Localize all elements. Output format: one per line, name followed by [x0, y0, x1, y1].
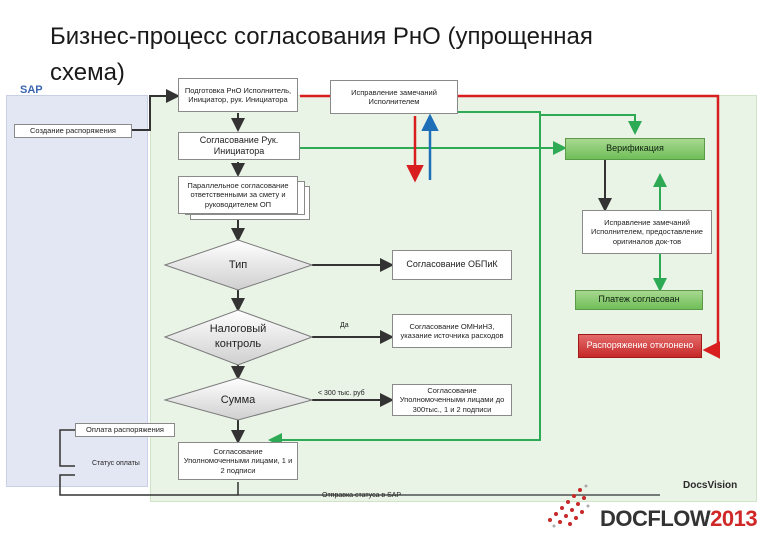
docflow-logo: DOCFLOW2013 — [600, 506, 758, 532]
node-pay-status: Статус оплаты — [92, 460, 140, 467]
diamond-tax-label: Налоговый контроль — [209, 323, 267, 350]
diamond-sum-label: Сумма — [220, 394, 256, 406]
node-auth-300: Согласование Уполномоченными лицами до 3… — [392, 384, 512, 416]
arrow-auth12-to-pay — [59, 474, 239, 496]
page-title-line2: схема) — [50, 59, 125, 86]
label-yes: Да — [340, 322, 349, 329]
node-fix-originals: Исправление замечаний Исполнителем, пред… — [582, 210, 712, 254]
node-payment-ok: Платеж согласован — [575, 290, 703, 310]
page-title: Бизнес-процесс согласования РнО (упрощен… — [50, 23, 593, 50]
node-omnzn: Согласование ОМНиНЗ, указание источника … — [392, 314, 512, 348]
node-pay-order: Оплата распоряжения — [75, 423, 175, 437]
node-verification: Верификация — [565, 138, 705, 160]
node-approve-head: Согласование Рук. Инициатора — [178, 132, 300, 160]
sap-swimlane — [6, 95, 148, 487]
arrow-red-rejected-loop — [300, 94, 720, 359]
arrow-green-fix-to-approve — [455, 111, 642, 135]
docflow-year: 2013 — [710, 506, 758, 531]
node-fix-remarks: Исправление замечаний Исполнителем — [330, 80, 458, 114]
diamond-tax — [163, 309, 314, 366]
label-send-status: Отправка статуса в SAP — [322, 492, 402, 499]
arrow-sap-status — [59, 429, 75, 467]
node-prepare: Подготовка РнО Исполнитель, Инициатор, р… — [178, 78, 298, 112]
diamond-type — [163, 239, 314, 291]
label-lt300: < 300 тыс. руб — [318, 390, 365, 397]
node-rejected: Распоряжение отклонено — [578, 334, 702, 358]
node-parallel: Параллельное согласование ответственными… — [178, 176, 298, 214]
arrow-green-side — [268, 115, 541, 447]
docflow-word: DOCFLOW — [600, 506, 711, 531]
node-obpik: Согласование ОБПиК — [392, 250, 512, 280]
node-create-order: Создание распоряжения — [14, 124, 132, 138]
diamond-type-label: Тип — [228, 259, 248, 271]
diamond-sum — [163, 377, 314, 421]
docsvision-logo: DocsVision — [683, 480, 738, 491]
sap-lane-label: SAP — [20, 84, 43, 96]
node-auth-12: Согласование Уполномоченными лицами, 1 и… — [178, 442, 298, 480]
docflow-dots-icon — [548, 484, 590, 528]
arrow-create-to-prepare — [132, 89, 180, 131]
